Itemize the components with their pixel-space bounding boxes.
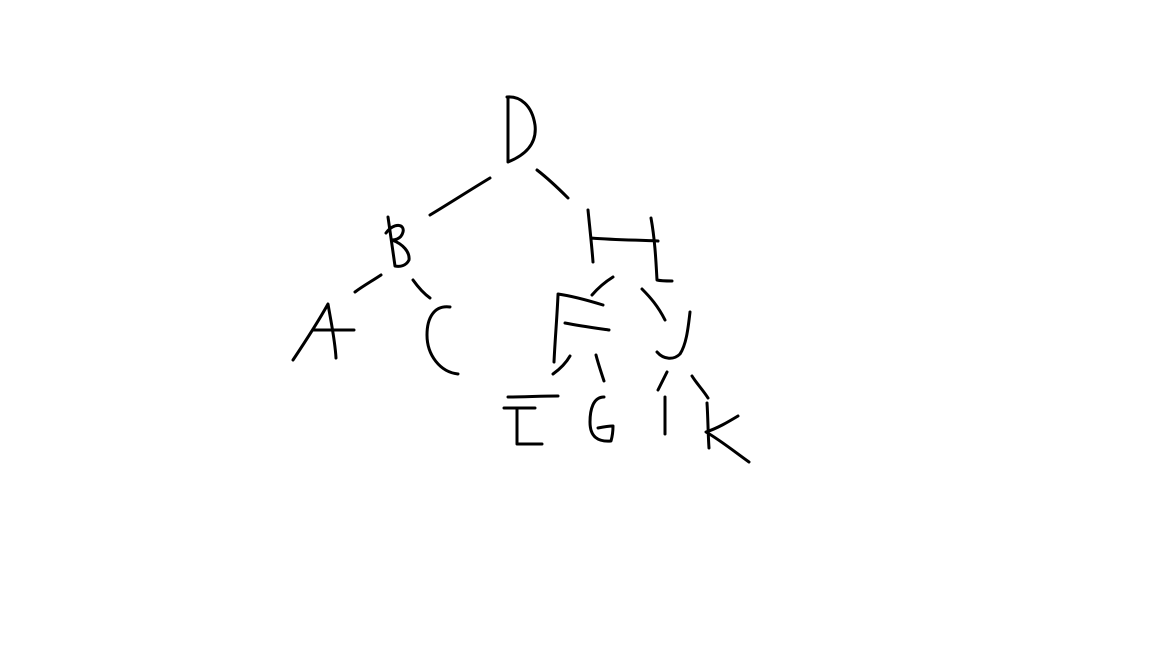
- edge-h-j: [640, 287, 667, 322]
- node-k: K: [704, 401, 751, 464]
- edge-j-i: [656, 370, 669, 392]
- edge-d-h: [535, 168, 570, 200]
- node-h: H: [586, 208, 674, 283]
- edges: [353, 168, 710, 400]
- node-j: J: [655, 310, 692, 360]
- node-k-glyph: [704, 401, 751, 464]
- node-h-label: H: [622, 244, 623, 246]
- node-b-glyph: [384, 215, 411, 268]
- edge-b-c: [411, 278, 432, 300]
- node-g-label: G: [600, 419, 601, 421]
- edge-f-e: [551, 354, 572, 376]
- edge-h-f: [590, 275, 615, 297]
- node-j-label: J: [675, 337, 677, 339]
- node-k-label: K: [720, 429, 721, 431]
- node-a: A: [291, 302, 356, 362]
- node-g: G: [588, 395, 615, 443]
- node-i: I: [663, 395, 667, 436]
- node-j-glyph: [655, 310, 692, 360]
- node-c-label: C: [438, 339, 439, 341]
- node-g-glyph: [588, 395, 615, 443]
- edge-f-g: [594, 353, 606, 383]
- node-e: E: [502, 394, 560, 446]
- node-c: C: [425, 305, 460, 376]
- node-h-glyph: [586, 208, 674, 283]
- node-c-glyph: [425, 305, 460, 376]
- node-b: B: [384, 215, 411, 268]
- edge-b-a: [353, 273, 383, 294]
- node-a-glyph: [291, 302, 356, 362]
- node-a-label: A: [322, 333, 323, 336]
- node-e-label: E: [525, 419, 526, 421]
- edge-j-k: [690, 374, 710, 400]
- node-f: F: [552, 292, 611, 364]
- node-d: D: [505, 95, 537, 164]
- node-e-glyph: [502, 394, 560, 446]
- node-f-glyph: [552, 292, 611, 364]
- edge-d-b: [428, 176, 492, 217]
- node-d-label: D: [520, 129, 521, 131]
- node-d-glyph: [505, 95, 537, 164]
